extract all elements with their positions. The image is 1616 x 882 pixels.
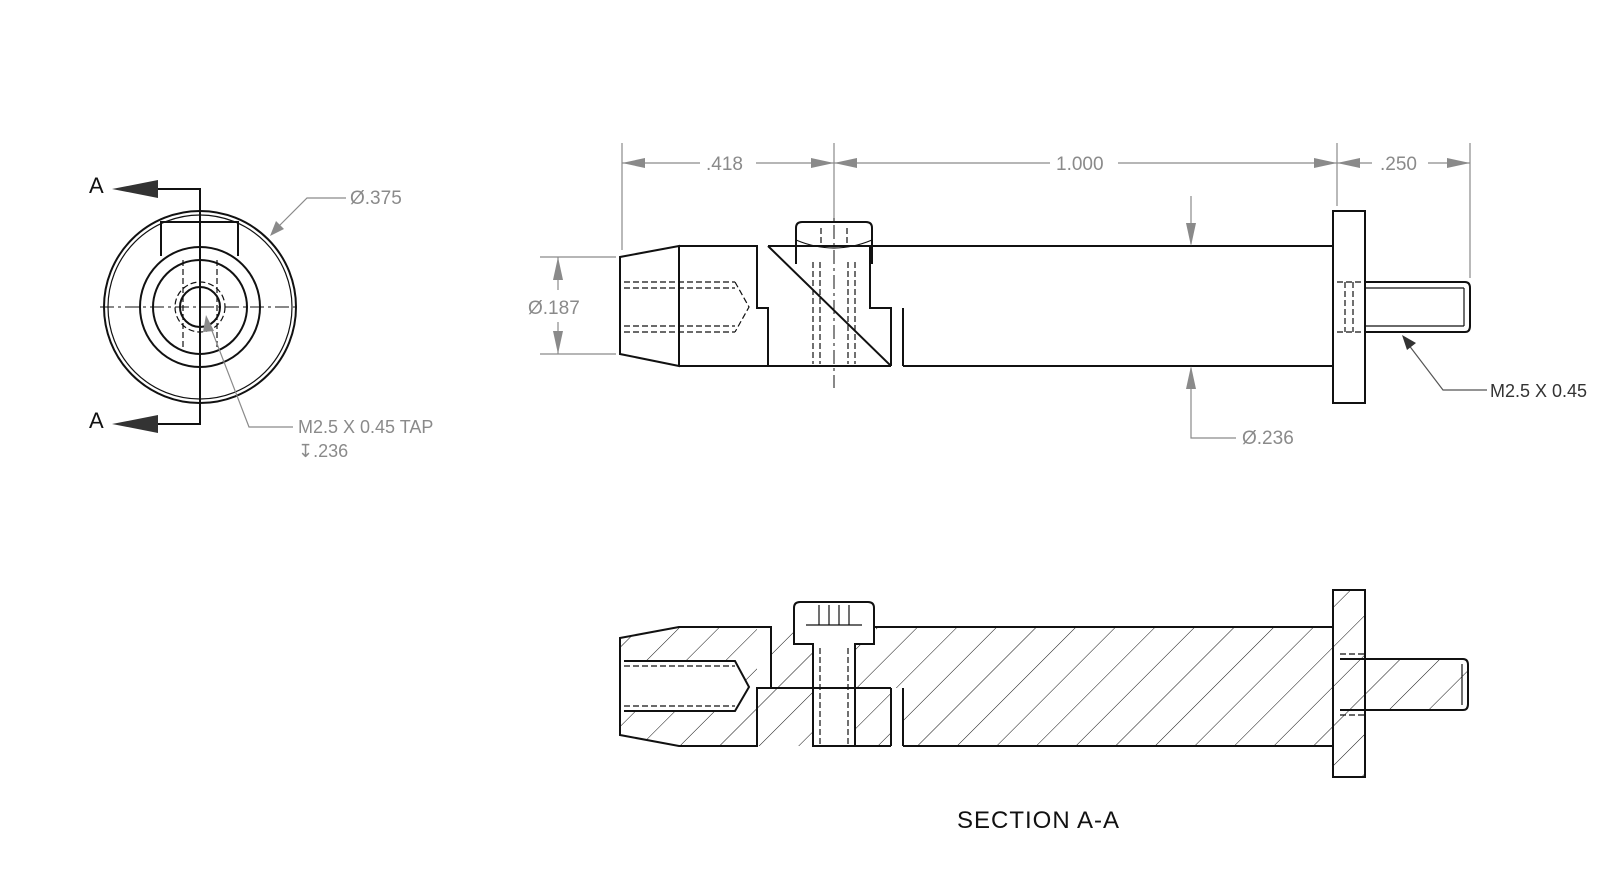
diameter-375-arrowhead bbox=[270, 221, 284, 236]
diameter-375-label: Ø.375 bbox=[350, 188, 402, 209]
section-main-shaft bbox=[855, 626, 1333, 747]
dim-236-arrow-bottom bbox=[1186, 366, 1196, 389]
dim-418-arrow-left bbox=[622, 158, 645, 168]
side-view-main-shaft bbox=[870, 245, 1333, 367]
dim-250-label: .250 bbox=[1380, 154, 1417, 175]
dim-418-arrow-right bbox=[811, 158, 834, 168]
tap-callout-line2: ↧.236 bbox=[298, 441, 348, 461]
tap-callout-leader bbox=[208, 322, 293, 428]
section-stud bbox=[1365, 658, 1469, 711]
thread-callout-label: M2.5 X 0.45 bbox=[1490, 381, 1587, 401]
thread-callout-arrowhead bbox=[1402, 335, 1416, 350]
dim-250-arrow-left bbox=[1337, 158, 1360, 168]
section-letter-bottom: A bbox=[89, 408, 104, 433]
section-cutting-plane-line bbox=[120, 188, 201, 425]
section-screw-head bbox=[793, 601, 875, 747]
section-arrow-bottom bbox=[112, 415, 158, 433]
diameter-375-leader bbox=[275, 197, 346, 230]
section-hatch-clamp bbox=[771, 627, 813, 688]
section-tip-hole bbox=[624, 660, 751, 712]
section-arrow-top bbox=[112, 180, 158, 198]
side-view-tip-outline bbox=[619, 244, 680, 368]
dim-187-arrow-bottom bbox=[553, 331, 563, 354]
dim-250-arrow-right bbox=[1447, 158, 1470, 168]
section-title: SECTION A-A bbox=[957, 807, 1120, 834]
dim-236-line-bottom bbox=[1190, 368, 1236, 439]
dim-236-arrow-top bbox=[1186, 223, 1196, 246]
section-hatch-clamp2 bbox=[855, 590, 1467, 777]
section-hatch-lower-clamp bbox=[856, 688, 891, 746]
side-view-flange bbox=[1332, 210, 1366, 404]
side-view-left-body bbox=[679, 245, 769, 367]
side-view: .418 1.000 .250 Ø.187 Ø.236 M2.5 X 0.45 bbox=[528, 143, 1587, 449]
section-flange bbox=[1332, 589, 1366, 778]
side-view-threaded-stud bbox=[1365, 281, 1471, 333]
side-view-clamp-split-diagonal bbox=[767, 245, 892, 367]
section-hatch-tip bbox=[620, 627, 757, 746]
dim-1000-arrow-left bbox=[834, 158, 857, 168]
side-view-screw-head bbox=[795, 221, 873, 264]
dim-418-label: .418 bbox=[706, 154, 743, 175]
dim-1000-label: 1.000 bbox=[1056, 154, 1104, 175]
tap-callout-arrowhead bbox=[203, 315, 214, 332]
section-tip-outline bbox=[619, 626, 772, 747]
section-hatch-left-notch bbox=[757, 688, 814, 746]
thread-callout-leader bbox=[1407, 343, 1487, 391]
front-view: A A Ø.375 M2.5 X 0.45 TAP ↧.236 bbox=[89, 173, 433, 461]
dim-1000-arrow-right bbox=[1314, 158, 1337, 168]
dim-187-label: Ø.187 bbox=[528, 298, 580, 319]
tap-callout-line1: M2.5 X 0.45 TAP bbox=[298, 417, 433, 437]
side-view-tip-hole-point bbox=[734, 281, 750, 333]
section-view: SECTION A-A bbox=[619, 589, 1469, 834]
dim-236-label: Ø.236 bbox=[1242, 428, 1294, 449]
section-letter-top: A bbox=[89, 173, 104, 198]
dim-187-arrow-top bbox=[553, 257, 563, 280]
side-view-screw-head-curve bbox=[795, 239, 873, 249]
